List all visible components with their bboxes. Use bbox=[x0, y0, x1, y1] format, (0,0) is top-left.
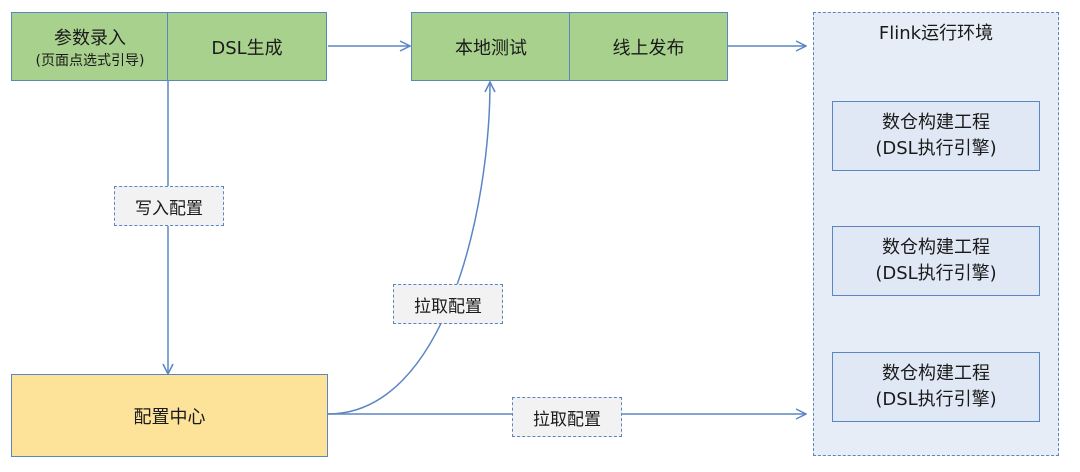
pull-config-text-2: 拉取配置 bbox=[533, 409, 601, 430]
flink-env-title-text: Flink运行环境 bbox=[878, 23, 994, 44]
flink-env-title: Flink运行环境 bbox=[813, 18, 1059, 46]
pull-config-label-straight: 拉取配置 bbox=[512, 397, 622, 437]
online-publish-node: 线上发布 bbox=[569, 12, 728, 81]
param-entry-subtitle: (页面点选式引导) bbox=[35, 52, 145, 69]
engine-node-3: 数仓构建工程 (DSL执行引擎) bbox=[832, 352, 1040, 422]
engine-3-title: 数仓构建工程 bbox=[882, 363, 990, 384]
local-test-node: 本地测试 bbox=[411, 12, 571, 81]
config-center-label: 配置中心 bbox=[133, 406, 206, 428]
online-publish-label: 线上发布 bbox=[612, 37, 685, 59]
dsl-gen-label: DSL生成 bbox=[211, 37, 283, 59]
dsl-gen-node: DSL生成 bbox=[167, 12, 327, 81]
engine-2-subtitle: (DSL执行引擎) bbox=[875, 263, 997, 284]
pull-config-text-1: 拉取配置 bbox=[414, 296, 482, 317]
param-entry-title: 参数录入 bbox=[54, 27, 126, 49]
engine-3-subtitle: (DSL执行引擎) bbox=[875, 389, 997, 410]
engine-1-title: 数仓构建工程 bbox=[882, 112, 990, 133]
config-center-node: 配置中心 bbox=[11, 374, 328, 457]
param-entry-node: 参数录入 (页面点选式引导) bbox=[11, 12, 169, 81]
engine-1-subtitle: (DSL执行引擎) bbox=[875, 138, 997, 159]
write-config-label: 写入配置 bbox=[114, 186, 224, 226]
engine-2-title: 数仓构建工程 bbox=[882, 237, 990, 258]
engine-node-2: 数仓构建工程 (DSL执行引擎) bbox=[832, 226, 1040, 296]
pull-config-label-curve: 拉取配置 bbox=[393, 284, 503, 324]
write-config-text: 写入配置 bbox=[135, 198, 203, 219]
local-test-label: 本地测试 bbox=[455, 37, 527, 59]
arrow-config-to-test bbox=[327, 82, 490, 415]
engine-node-1: 数仓构建工程 (DSL执行引擎) bbox=[832, 101, 1040, 171]
